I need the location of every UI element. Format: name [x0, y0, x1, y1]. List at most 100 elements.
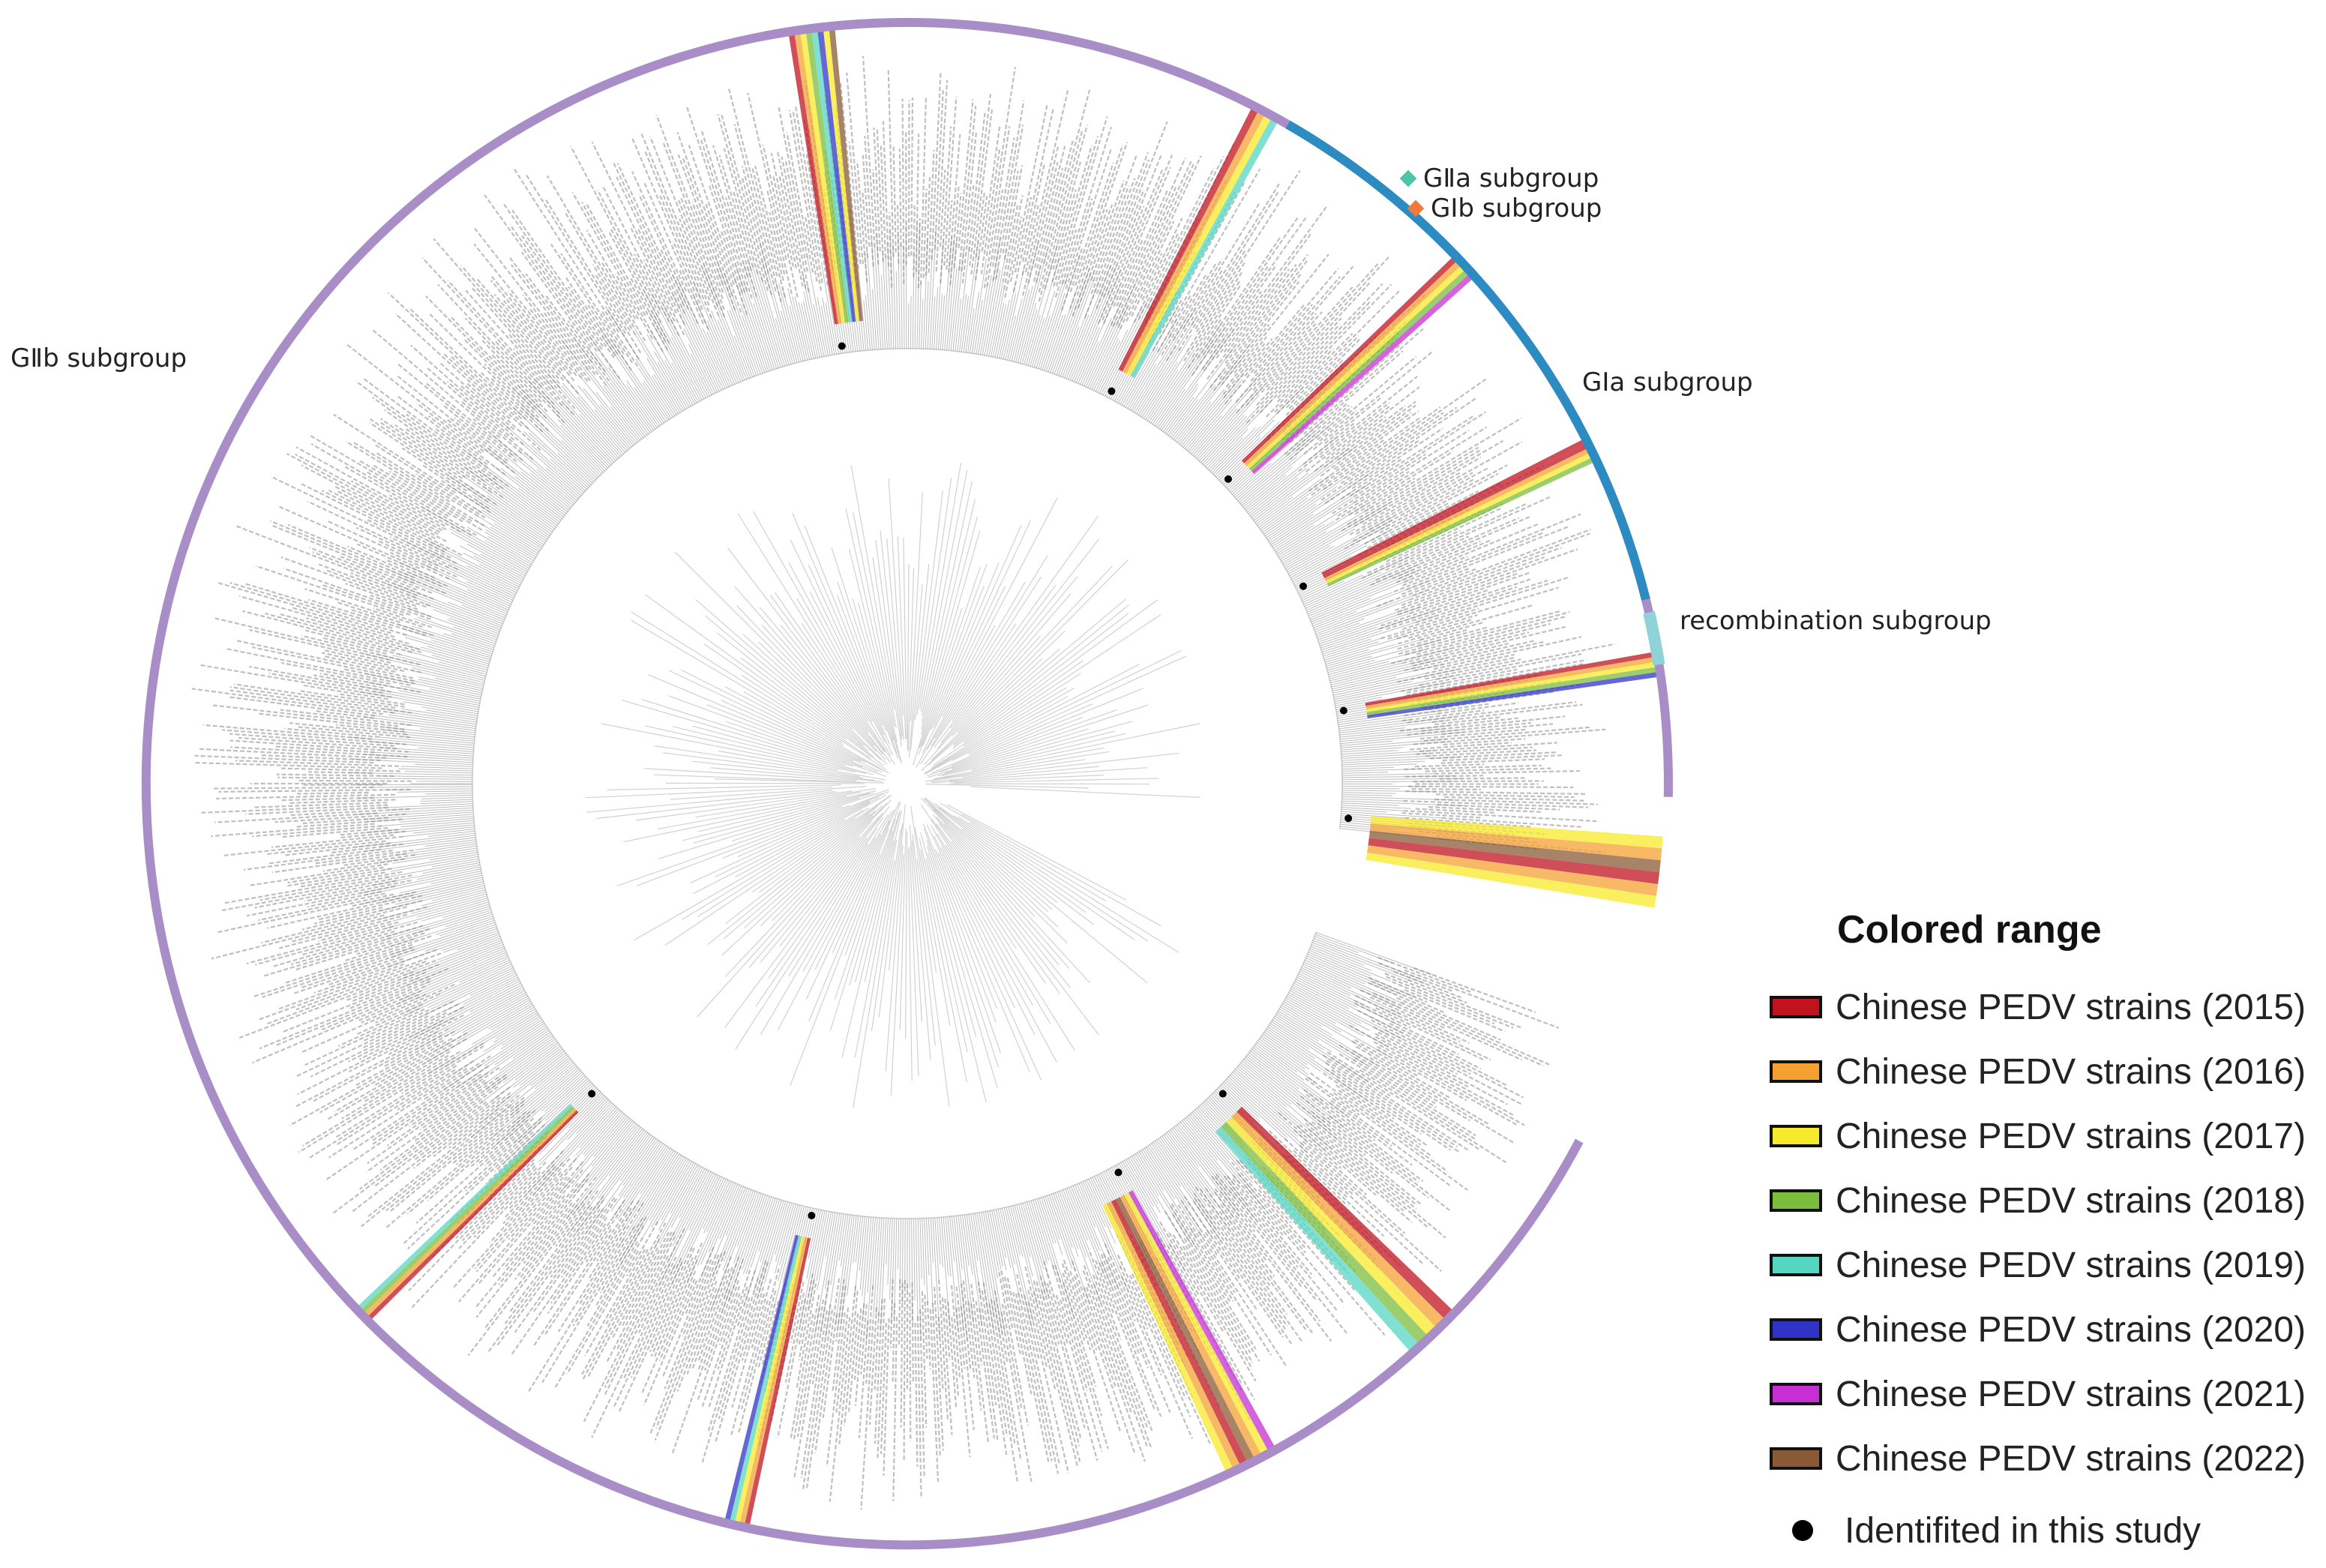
legend-item-2021: Chinese PEDV strains (2021)	[1770, 1362, 2325, 1426]
colored-range-band	[1124, 1192, 1268, 1454]
legend-label: Chinese PEDV strains (2016)	[1836, 1051, 2306, 1092]
identified-marker	[1344, 814, 1353, 823]
legend-item-2019: Chinese PEDV strains (2019)	[1770, 1233, 2325, 1297]
colored-range-band	[1368, 830, 1661, 873]
identified-marker	[1218, 1090, 1227, 1098]
colored-range-band	[1365, 657, 1655, 709]
identified-marker	[588, 1090, 596, 1098]
identified-marker	[838, 342, 846, 350]
legend-label: Chinese PEDV strains (2022)	[1836, 1438, 2306, 1479]
legend-swatch	[1770, 1383, 1822, 1405]
gib-subgroup-text: GⅠb subgroup	[1431, 193, 1602, 223]
gib-subgroup-label: GⅠb subgroup	[1407, 193, 1602, 223]
colored-range-band	[1244, 262, 1461, 466]
colored-range-band	[800, 33, 846, 324]
identified-marker	[1108, 387, 1116, 395]
colored-range-band	[811, 31, 853, 322]
colored-range-band	[1325, 453, 1591, 584]
colored-range-band	[829, 29, 863, 322]
colored-range-band	[1365, 852, 1656, 908]
legend-label: Chinese PEDV strains (2019)	[1836, 1245, 2306, 1285]
colored-range-band	[1120, 1195, 1261, 1458]
giia-diamond-icon	[1399, 169, 1417, 187]
colored-range-band	[1365, 661, 1656, 712]
colored-range-band	[1367, 845, 1659, 896]
colored-range-band	[1102, 1203, 1233, 1471]
colored-range-band	[1367, 672, 1657, 718]
colored-range-band	[1130, 118, 1278, 378]
colored-range-band	[1365, 652, 1654, 706]
colored-range-band	[1126, 115, 1271, 376]
identified-marker	[1339, 706, 1347, 715]
colored-range-band	[1231, 1111, 1444, 1327]
colored-range-band	[1368, 838, 1660, 885]
legend-item-identified: Identifited in this study	[1770, 1498, 2325, 1563]
colored-range-band	[364, 1108, 577, 1316]
identified-marker	[1224, 475, 1232, 483]
colored-range-band	[1323, 444, 1587, 578]
gib-diamond-icon	[1407, 199, 1425, 217]
colored-range-band	[806, 32, 849, 323]
recombination-subgroup-label: recombination subgroup	[1680, 606, 1992, 636]
giib-subgroup-label: GⅡb subgroup	[10, 343, 187, 373]
legend-swatch	[1770, 1254, 1822, 1276]
legend-item-2020: Chinese PEDV strains (2020)	[1770, 1297, 2325, 1362]
legend-item-2018: Chinese PEDV strains (2018)	[1770, 1168, 2325, 1233]
colored-range-band	[1324, 448, 1589, 581]
colored-range-band	[1326, 457, 1593, 587]
colored-range-band	[745, 1237, 811, 1525]
colored-range-band	[725, 1234, 799, 1520]
colored-range-band	[1128, 1190, 1275, 1450]
gi-subgroup-ring	[1285, 120, 1650, 601]
legend-swatch	[1770, 1189, 1822, 1212]
identified-marker	[808, 1212, 816, 1220]
colored-range-band	[1107, 1201, 1240, 1468]
colored-range-band	[1118, 109, 1258, 372]
legend-swatch	[1770, 1318, 1822, 1341]
inner-circle	[472, 348, 1343, 1219]
colored-range-band	[1226, 1117, 1436, 1335]
legend-label: Chinese PEDV strains (2017)	[1836, 1116, 2306, 1156]
colored-range-band	[1221, 1122, 1427, 1343]
legend-swatch	[1770, 1447, 1822, 1470]
colored-range-band	[789, 34, 838, 325]
legend: Colored range Chinese PEDV strains (2015…	[1770, 907, 2325, 1563]
colored-range-band	[1111, 1199, 1247, 1465]
identified-marker	[1299, 582, 1308, 590]
colored-range-band	[1248, 270, 1469, 472]
legend-label: Chinese PEDV strains (2018)	[1836, 1180, 2306, 1221]
colored-range-band	[1122, 112, 1265, 374]
colored-range-band	[1115, 1197, 1254, 1461]
colored-range-band	[1241, 257, 1456, 463]
colored-range-band	[1215, 1126, 1419, 1351]
subgroup-ring-layer	[141, 17, 1673, 1550]
legend-swatch	[1770, 1125, 1822, 1147]
colored-range-band	[730, 1235, 802, 1522]
colored-range-layer	[358, 29, 1663, 1525]
colored-range-band	[361, 1106, 575, 1313]
giia-subgroup-label: GⅡa subgroup	[1399, 163, 1599, 193]
colored-range-band	[739, 1237, 808, 1524]
legend-items: Chinese PEDV strains (2015) Chinese PEDV…	[1770, 975, 2325, 1563]
colored-range-band	[817, 31, 856, 322]
legend-title: Colored range	[1837, 908, 2102, 952]
giia-subgroup-text: GⅡa subgroup	[1423, 163, 1599, 193]
colored-range-band	[358, 1104, 573, 1309]
colored-range-band	[1251, 274, 1473, 475]
colored-range-band	[1236, 1106, 1452, 1318]
recombination-subgroup-ring	[1643, 610, 1665, 666]
legend-item-2017: Chinese PEDV strains (2017)	[1770, 1104, 2325, 1168]
legend-label: Chinese PEDV strains (2021)	[1836, 1374, 2306, 1414]
legend-label: Chinese PEDV strains (2020)	[1836, 1309, 2306, 1350]
gia-subgroup-label: GⅠa subgroup	[1582, 367, 1753, 397]
legend-swatch	[1770, 996, 1822, 1018]
legend-item-2016: Chinese PEDV strains (2016)	[1770, 1039, 2325, 1104]
colored-range-band	[1366, 667, 1656, 715]
colored-range-band	[794, 34, 842, 324]
colored-range-band	[1246, 265, 1464, 469]
identified-dot-icon	[1792, 1520, 1813, 1541]
legend-item-2015: Chinese PEDV strains (2015)	[1770, 975, 2325, 1039]
colored-range-band	[735, 1236, 805, 1523]
colored-range-band	[368, 1110, 579, 1320]
